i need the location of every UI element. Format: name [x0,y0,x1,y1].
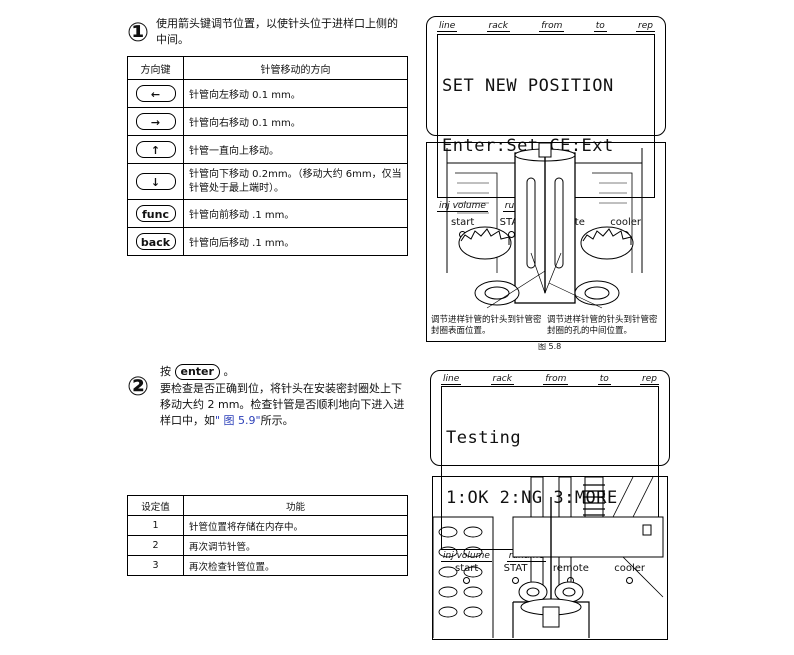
figure-label-cut: 图 5.8 [538,343,562,350]
enter-key: enter [174,364,220,380]
back-key: back [135,233,176,250]
sample-rack-figure [432,476,668,640]
led-icon [626,577,634,584]
settings-table: 设定值 功能 1 针管位置将存储在内存中。 2 再次调节针管。 3 再次检查针管… [127,495,408,576]
function-header: 功能 [183,495,408,516]
table-row: 针管向右移动 0.1 mm。 [183,107,408,136]
press-label: 按 [160,365,171,378]
step-1-instruction: 使用箭头键调节位置，以使针头位于进样口上侧的中间。 [156,17,398,46]
needle-adjustment-figure: 调节进样针管的针头到针管密封圈表面位置。 调节进样针管的针头到针管密封圈的孔的中… [426,142,666,342]
panel-top-labels: line rack from to rep [441,374,659,385]
func-key: func [135,205,176,222]
setting-value: 1 [127,515,184,536]
control-panel-2: line rack from to rep Testing 1:OK 2:NG … [430,370,670,584]
left-arrow-key-icon: ← [135,85,176,102]
step-1-number: ① [127,18,150,48]
stat-indicator: STAT [504,563,528,584]
table-row: 再次调节针管。 [183,535,408,556]
cooler-indicator: cooler [614,563,645,584]
lcd-display: SET NEW POSITION Enter:Set CE:Ext [437,34,655,198]
control-panel-1: line rack from to rep SET NEW POSITION E… [426,16,666,238]
table-row: 针管向下移动 0.2mm。（移动大约 6mm，仅当针管处于最上端时）。 [183,163,408,200]
caption-right: 调节进样针管的针头到针管密封圈的孔的中间位置。 [547,315,658,336]
caption-left: 调节进样针管的针头到针管密封圈表面位置。 [431,315,542,336]
led-icon [512,577,520,584]
lcd-line-1: Testing [446,428,522,448]
setting-value: 2 [127,535,184,556]
setting-value: 3 [127,555,184,576]
setting-value-header: 设定值 [127,495,184,516]
direction-key-header: 方向键 [127,56,184,80]
step-2-instruction: 要检查是否正确到位，将针头在安装密封圈处上下移动大约 2 mm。检查针管是否顺利… [160,382,405,427]
down-arrow-key-icon: ↓ [135,173,176,190]
up-arrow-key-icon: ↑ [135,141,176,158]
figure-5-9-link[interactable]: " 图 5.9" [215,414,261,427]
table-row: 再次检查针管位置。 [183,555,408,576]
table-row: 针管位置将存储在内存中。 [183,515,408,536]
direction-key-table: 方向键 针管移动的方向 ← 针管向左移动 0.1 mm。 → 针管向右移动 0.… [127,56,408,256]
step-2-number: ② [127,372,150,402]
panel-top-labels: line rack from to rep [437,21,655,32]
led-icon [463,577,471,584]
table-row: 针管向前移动 .1 mm。 [183,199,408,228]
right-arrow-key-icon: → [135,113,176,130]
rack-illustration [433,477,664,638]
movement-header: 针管移动的方向 [183,56,408,80]
press-line: 按 enter 。 [160,364,235,380]
table-row: 针管一直向上移动。 [183,135,408,164]
table-row: 针管向左移动 0.1 mm。 [183,79,408,108]
needle-illustration [446,143,643,309]
table-row: 针管向后移动 .1 mm。 [183,227,408,256]
lcd-line-1: SET NEW POSITION [442,76,614,96]
